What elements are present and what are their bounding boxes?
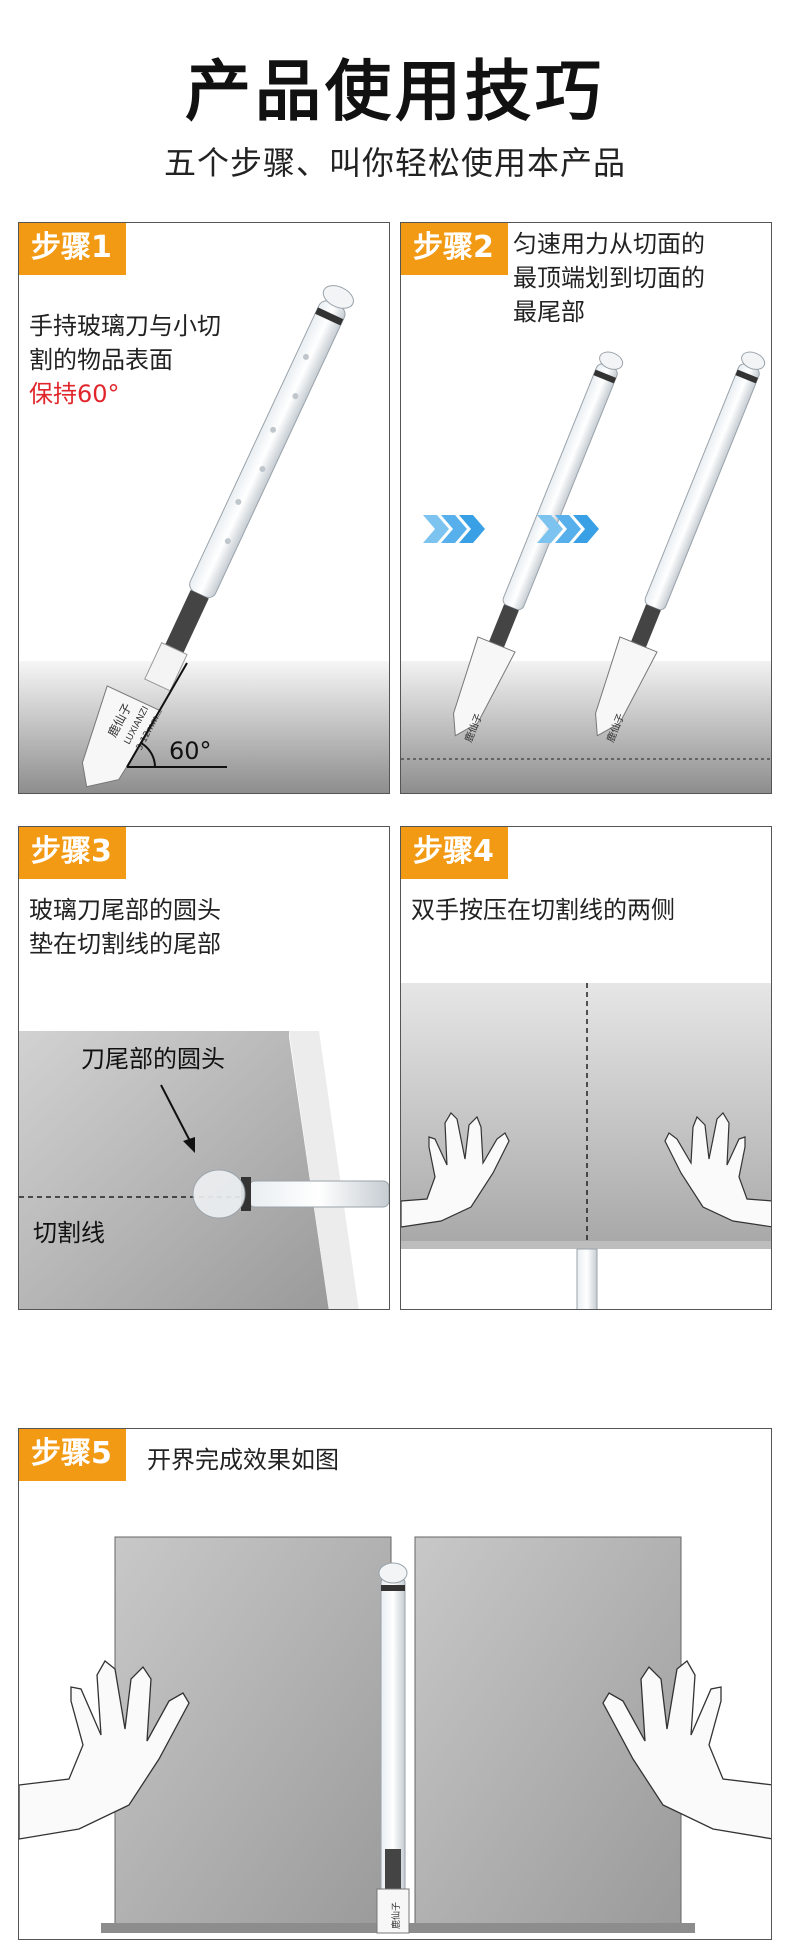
step-2-panel: 鹿仙子 鹿仙子 步骤2 匀速用力从切面的 最顶端划到切面的 最尾部 [400,222,772,794]
step-3-panel: 步骤3 玻璃刀尾部的圆头 垫在切割线的尾部 刀尾部的圆头 切割线 [18,826,390,1310]
direction-arrows [423,515,599,543]
step-1-line-1: 手持玻璃刀与小切 [29,312,221,340]
step-2-line-3: 最尾部 [513,298,585,326]
step-5-description: 开界完成效果如图 [147,1443,339,1477]
step-5-line-1: 开界完成效果如图 [147,1446,339,1474]
step-2-line-1: 匀速用力从切面的 [513,230,705,258]
right-hand-icon [602,1660,771,1840]
step-2-description: 匀速用力从切面的 最顶端划到切面的 最尾部 [513,227,705,329]
step-3-line-2: 垫在切割线的尾部 [29,930,221,958]
left-hand-icon [401,1112,510,1228]
step-4-badge: 步骤4 [401,827,508,879]
cut-line-label: 切割线 [33,1219,105,1247]
step-1-description: 手持玻璃刀与小切 割的物品表面 保持60° [29,309,221,411]
angle-label: 60° [169,737,212,765]
step-3-description: 玻璃刀尾部的圆头 垫在切割线的尾部 [29,893,221,961]
page-subtitle: 五个步骤、叫你轻松使用本产品 [163,144,626,182]
step-4-line-1: 双手按压在切割线的两侧 [411,896,675,924]
step-5-illustration: 鹿仙子 [19,1536,771,1934]
step-4-panel: 步骤4 双手按压在切割线的两侧 [400,826,772,1310]
step-3-badge: 步骤3 [19,827,126,879]
step-3-line-1: 玻璃刀尾部的圆头 [29,896,221,924]
step-2-line-2: 最顶端划到切面的 [513,264,705,292]
step-4-illustration [401,983,771,1309]
step-1-illustration: 鹿仙子 LUXIANZI 3-12mm 60° [19,285,389,793]
step-5-panel: 鹿仙子 步骤5 开界完成效果如图 [18,1428,772,1940]
callout-round-head: 刀尾部的圆头 [81,1045,225,1073]
right-hand-icon [664,1112,771,1228]
step-2-badge: 步骤2 [401,223,508,275]
left-hand-icon [19,1660,190,1840]
step-1-badge: 步骤1 [19,223,126,275]
step-5-cutter-brand: 鹿仙子 [390,1902,402,1929]
step-1-line-2: 割的物品表面 [29,346,173,374]
step-1-highlight: 保持60° [29,380,120,408]
step-2-illustration: 鹿仙子 鹿仙子 [401,351,771,793]
step-1-panel: 鹿仙子 LUXIANZI 3-12mm 60° 步骤1 手持玻璃刀与小切 割的物… [18,222,390,794]
step-4-description: 双手按压在切割线的两侧 [411,893,675,927]
step-5-badge: 步骤5 [19,1429,126,1481]
step-3-illustration [19,1031,389,1309]
page-title: 产品使用技巧 [185,53,605,130]
